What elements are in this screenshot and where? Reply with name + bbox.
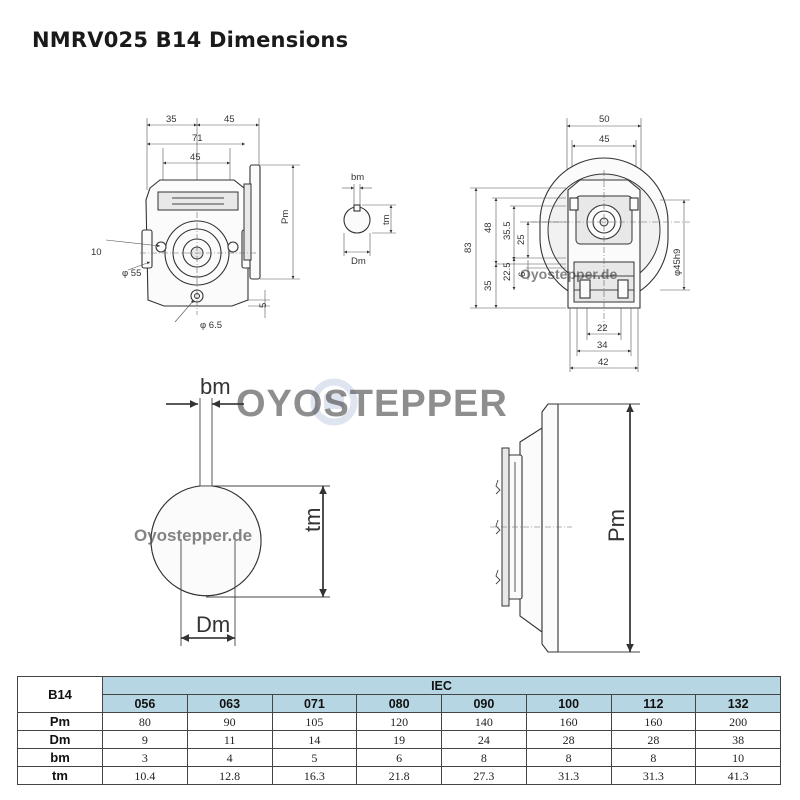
- flange-large-pm-label: Pm: [604, 509, 629, 542]
- table-cell: 120: [356, 712, 442, 731]
- page-title: NMRV025 B14 Dimensions: [32, 28, 349, 52]
- table-cell: 31.3: [525, 766, 612, 785]
- dim-42-side: 42: [598, 357, 609, 368]
- dim-6-side: 6: [517, 272, 528, 277]
- dim-45h9-side: φ45h9: [672, 249, 683, 276]
- table-cell: 80: [102, 712, 188, 731]
- table-cell: 10.4: [102, 766, 188, 785]
- dim-35-front: 35: [166, 114, 177, 125]
- dim-50-side: 50: [599, 114, 610, 125]
- table-cell: 11: [186, 730, 273, 749]
- dim-5-front: 5: [258, 303, 269, 308]
- table-cell: 6: [356, 748, 442, 767]
- key-small-bm-label: bm: [351, 172, 364, 183]
- dim-6-5-front: φ 6.5: [200, 320, 222, 331]
- table-cell: 38: [695, 730, 781, 749]
- table-cell: 160: [610, 712, 697, 731]
- table-cell: 8: [525, 748, 612, 767]
- table-cell: 31.3: [610, 766, 697, 785]
- key-view-large: bm tm Dm: [150, 374, 330, 646]
- dim-45-side: 45: [599, 134, 610, 145]
- dim-55-front: φ 55: [122, 268, 141, 279]
- dim-35-5-side: 35.5: [502, 222, 513, 241]
- table-cell: 10: [695, 748, 781, 767]
- dim-48-side: 48: [483, 222, 494, 233]
- dim-83-side: 83: [463, 242, 474, 253]
- table-cell: 14: [271, 730, 358, 749]
- front-view: 35 45 71 45 10 φ 55 φ 6.5: [91, 114, 300, 331]
- key-large-tm-label: tm: [300, 508, 325, 532]
- dim-71-front: 71: [192, 133, 203, 144]
- column-header: 132: [695, 694, 781, 713]
- table-cell: 28: [525, 730, 612, 749]
- column-header: 112: [610, 694, 697, 713]
- table-row: bm 3 4 5 6 8 8 8 10: [17, 748, 781, 767]
- table-cell: 41.3: [695, 766, 781, 785]
- dim-22-side: 22: [597, 323, 608, 334]
- flange-view-large: Pm: [490, 403, 640, 653]
- table-cell: 200: [695, 712, 781, 731]
- table-cell: 24: [441, 730, 527, 749]
- dim-10-front: 10: [91, 247, 102, 258]
- dim-45-front-top: 45: [224, 114, 235, 125]
- table-cell: 140: [441, 712, 527, 731]
- table-cell: 8: [441, 748, 527, 767]
- column-header: 090: [441, 694, 527, 713]
- key-view-small: bm Dm tm: [342, 172, 396, 267]
- column-header: 063: [186, 694, 273, 713]
- table-cell: 160: [525, 712, 612, 731]
- column-header: 080: [356, 694, 442, 713]
- dim-34-side: 34: [597, 340, 608, 351]
- table-cell: 90: [186, 712, 273, 731]
- table-cell: 8: [610, 748, 697, 767]
- key-large-dm-label: Dm: [196, 612, 230, 637]
- table-cell: 4: [186, 748, 273, 767]
- dim-45-front-inner: 45: [190, 152, 201, 163]
- row-label: bm: [17, 748, 103, 767]
- brand-watermark-text: OYOSTEPPER: [236, 383, 508, 425]
- key-small-tm-label: tm: [381, 214, 392, 225]
- table-cell: 21.8: [356, 766, 442, 785]
- table-cell: 28: [610, 730, 697, 749]
- dim-pm-front: Pm: [280, 210, 291, 224]
- url-watermark-small: Oyostepper.de: [520, 266, 617, 282]
- table-column-header-row: 056 063 071 080 090 100 112 132: [18, 694, 781, 713]
- brand-watermark-logo: OYOSTEPPER: [236, 378, 508, 426]
- table-group-header: IEC: [102, 676, 781, 695]
- specifications-table: B14 IEC 056 063 071 080 090 100 112 132 …: [17, 676, 781, 785]
- dim-35-side: 35: [483, 280, 494, 291]
- dim-25-side: 25: [516, 234, 527, 245]
- key-large-bm-label: bm: [200, 374, 231, 399]
- column-header: 100: [525, 694, 612, 713]
- side-view: 50 45 83 48 35 35.5: [463, 114, 690, 372]
- url-watermark-large: Oyostepper.de: [134, 526, 252, 545]
- table-corner-label: B14: [17, 676, 103, 713]
- table-cell: 27.3: [441, 766, 527, 785]
- table-cell: 5: [271, 748, 358, 767]
- table-cell: 19: [356, 730, 442, 749]
- dim-22-5-side: 22.5: [502, 263, 513, 282]
- table-cell: 12.8: [186, 766, 273, 785]
- table-cell: 16.3: [271, 766, 358, 785]
- row-label: Pm: [17, 712, 103, 731]
- table-cell: 3: [102, 748, 188, 767]
- technical-drawing: 35 45 71 45 10 φ 55 φ 6.5: [91, 114, 690, 653]
- key-small-dm-label: Dm: [351, 256, 366, 267]
- column-header: 056: [102, 694, 188, 713]
- table-row: tm 10.4 12.8 16.3 21.8 27.3 31.3 31.3 41…: [17, 766, 781, 785]
- table-row: Dm 9 11 14 19 24 28 28 38: [17, 730, 781, 749]
- table-cell: 9: [102, 730, 188, 749]
- row-label: tm: [17, 766, 103, 785]
- table-cell: 105: [271, 712, 358, 731]
- row-label: Dm: [17, 730, 103, 749]
- table-row: Pm 80 90 105 120 140 160 160 200: [17, 712, 781, 731]
- column-header: 071: [271, 694, 358, 713]
